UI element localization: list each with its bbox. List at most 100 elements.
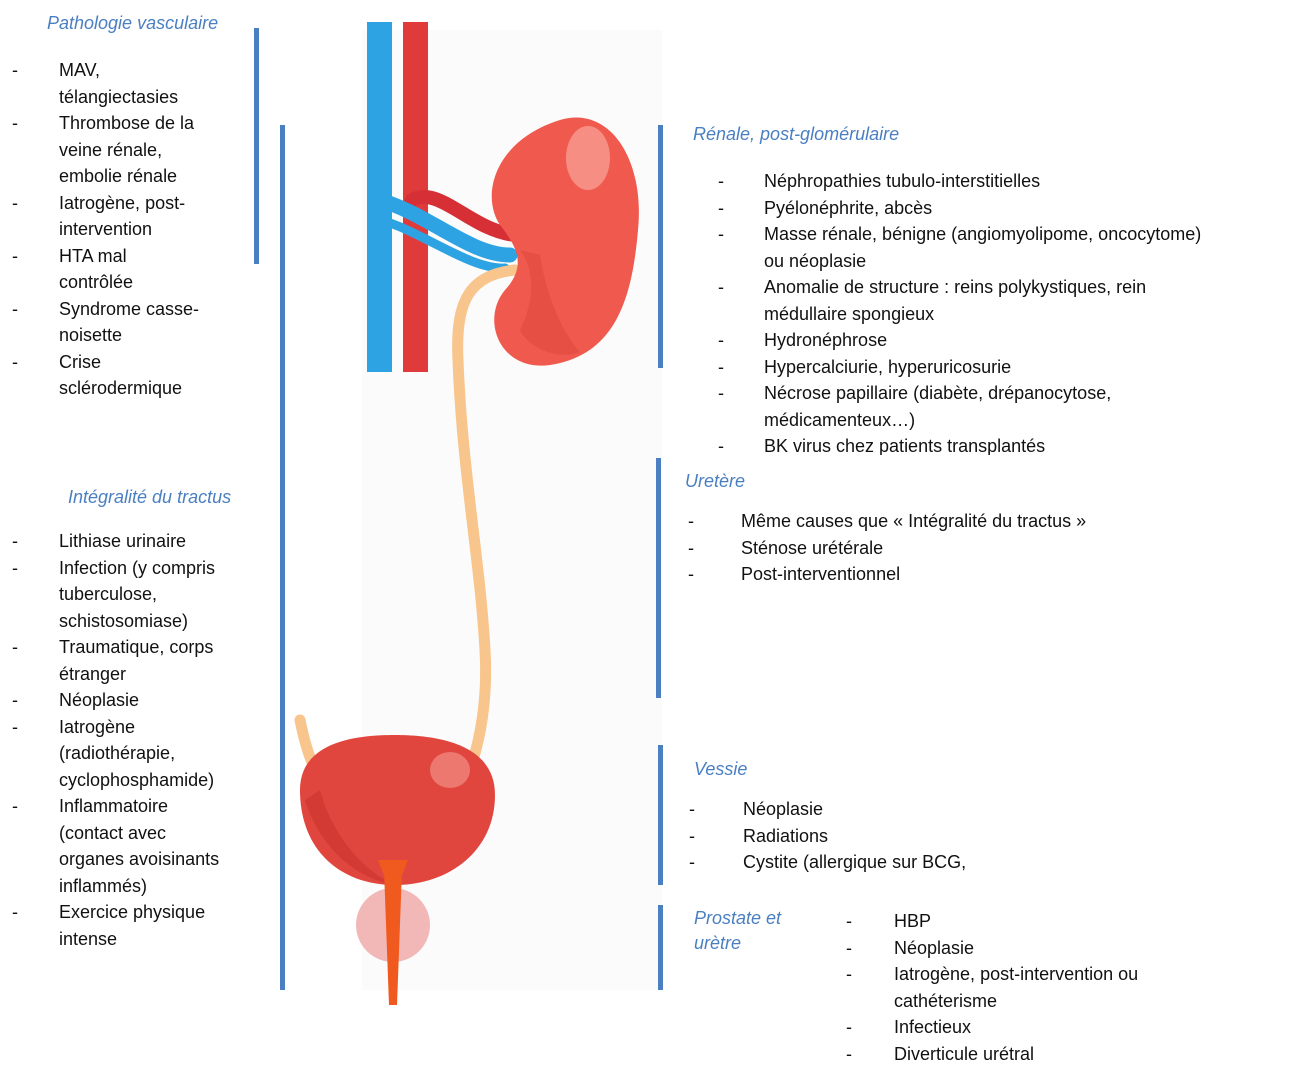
renal-bar: [658, 125, 663, 368]
bullet-dash: -: [12, 296, 18, 323]
tract-list: -Lithiase urinaire-Infection (y compris …: [12, 528, 272, 952]
bullet-dash: -: [12, 190, 18, 217]
list-item: -Masse rénale, bénigne (angiomyolipome, …: [718, 221, 1293, 274]
bullet-dash: -: [846, 961, 852, 988]
bullet-dash: -: [846, 1041, 852, 1067]
prostate-bar: [658, 905, 663, 990]
bullet-dash: -: [12, 793, 18, 820]
list-item-text: Crise sclérodermique: [12, 349, 252, 402]
list-item: -Exercice physique intense: [12, 899, 272, 952]
list-item: -Néphropathies tubulo-interstitielles: [718, 168, 1293, 195]
bullet-dash: -: [718, 274, 724, 301]
list-item: -Radiations: [689, 823, 1139, 850]
list-item: -Traumatique, corps étranger: [12, 634, 272, 687]
bullet-dash: -: [846, 908, 852, 935]
list-item: -Iatrogène, post- intervention: [12, 190, 252, 243]
bullet-dash: -: [718, 221, 724, 248]
bladder-bar: [658, 745, 663, 885]
list-item-text: Infectieux: [842, 1014, 1282, 1041]
list-item-text: Anomalie de structure : reins polykystiq…: [718, 274, 1293, 327]
ureter-bar: [656, 458, 661, 698]
bullet-dash: -: [689, 796, 695, 823]
prostate-heading: Prostate et urètre: [694, 906, 781, 956]
list-item: -Pyélonéphrite, abcès: [718, 195, 1293, 222]
list-item: -Inflammatoire (contact avec organes avo…: [12, 793, 272, 899]
list-item: -Néoplasie: [12, 687, 272, 714]
list-item-text: Iatrogène, post-intervention ou cathéter…: [842, 961, 1282, 1014]
renal-heading: Rénale, post-glomérulaire: [693, 123, 899, 145]
list-item: -Néoplasie: [842, 935, 1282, 962]
list-item: -Anomalie de structure : reins polykysti…: [718, 274, 1293, 327]
list-item: -Hypercalciurie, hyperuricosurie: [718, 354, 1293, 381]
list-item: -Syndrome casse- noisette: [12, 296, 252, 349]
bullet-dash: -: [12, 528, 18, 555]
bladder-heading: Vessie: [694, 758, 747, 780]
list-item-text: Hypercalciurie, hyperuricosurie: [718, 354, 1293, 381]
bullet-dash: -: [846, 935, 852, 962]
bullet-dash: -: [12, 899, 18, 926]
list-item-text: HTA mal contrôlée: [12, 243, 252, 296]
bullet-dash: -: [688, 561, 694, 588]
list-item: -Diverticule urétral: [842, 1041, 1282, 1067]
ureter-list: -Même causes que « Intégralité du tractu…: [688, 508, 1248, 588]
list-item: -Sténose urétérale: [688, 535, 1248, 562]
list-item: -Cystite (allergique sur BCG,: [689, 849, 1139, 876]
list-item-text: Nécrose papillaire (diabète, drépanocyto…: [718, 380, 1293, 433]
list-item-text: Hydronéphrose: [718, 327, 1293, 354]
list-item-text: Cystite (allergique sur BCG,: [689, 849, 1139, 876]
list-item: -Iatrogène, post-intervention ou cathéte…: [842, 961, 1282, 1014]
vascular-heading: Pathologie vasculaire: [47, 12, 218, 34]
list-item-text: Sténose urétérale: [688, 535, 1248, 562]
bladder-list: -Néoplasie-Radiations-Cystite (allergiqu…: [689, 796, 1139, 876]
bullet-dash: -: [718, 433, 724, 455]
bullet-dash: -: [12, 634, 18, 661]
list-item: -MAV, télangiectasies: [12, 57, 252, 110]
list-item-text: Radiations: [689, 823, 1139, 850]
list-item: -BK virus chez patients transplantés: [718, 433, 1293, 455]
bullet-dash: -: [718, 168, 724, 195]
tract-heading: Intégralité du tractus: [68, 486, 231, 508]
list-item-text: Pyélonéphrite, abcès: [718, 195, 1293, 222]
prostate-list: -HBP-Néoplasie-Iatrogène, post-intervent…: [842, 908, 1282, 1067]
list-item-text: Inflammatoire (contact avec organes avoi…: [12, 793, 272, 899]
bullet-dash: -: [12, 687, 18, 714]
list-item-text: Exercice physique intense: [12, 899, 272, 952]
list-item: -Infection (y compris tuberculose, schis…: [12, 555, 272, 635]
list-item-text: Post-interventionnel: [688, 561, 1248, 588]
bladder-highlight: [430, 752, 470, 788]
list-item-text: Infection (y compris tuberculose, schist…: [12, 555, 272, 635]
list-item-text: Masse rénale, bénigne (angiomyolipome, o…: [718, 221, 1293, 274]
kidney-highlight: [566, 126, 610, 190]
list-item: -Même causes que « Intégralité du tractu…: [688, 508, 1248, 535]
list-item-text: Néoplasie: [689, 796, 1139, 823]
list-item-text: Néoplasie: [842, 935, 1282, 962]
list-item: -Iatrogène (radiothérapie, cyclophospham…: [12, 714, 272, 794]
list-item: -HTA mal contrôlée: [12, 243, 252, 296]
bullet-dash: -: [12, 110, 18, 137]
list-item-text: Iatrogène (radiothérapie, cyclophosphami…: [12, 714, 272, 794]
list-item: -Nécrose papillaire (diabète, drépanocyt…: [718, 380, 1293, 433]
list-item: -Post-interventionnel: [688, 561, 1248, 588]
bullet-dash: -: [12, 555, 18, 582]
renal-list: -Néphropathies tubulo-interstitielles-Py…: [718, 168, 1293, 455]
list-item-text: Thrombose de la veine rénale, embolie ré…: [12, 110, 252, 190]
bullet-dash: -: [688, 535, 694, 562]
list-item: -HBP: [842, 908, 1282, 935]
bullet-dash: -: [689, 849, 695, 876]
list-item: -Néoplasie: [689, 796, 1139, 823]
bullet-dash: -: [688, 508, 694, 535]
bullet-dash: -: [12, 349, 18, 376]
bullet-dash: -: [846, 1014, 852, 1041]
list-item-text: Iatrogène, post- intervention: [12, 190, 252, 243]
list-item: -Infectieux: [842, 1014, 1282, 1041]
renal-list-clip: -Néphropathies tubulo-interstitielles-Py…: [700, 168, 1297, 455]
bullet-dash: -: [12, 57, 18, 84]
list-item-text: Néphropathies tubulo-interstitielles: [718, 168, 1293, 195]
list-item: -Crise sclérodermique: [12, 349, 252, 402]
list-item-text: Diverticule urétral: [842, 1041, 1282, 1067]
list-item-text: HBP: [842, 908, 1282, 935]
bullet-dash: -: [12, 714, 18, 741]
bullet-dash: -: [12, 243, 18, 270]
bullet-dash: -: [718, 354, 724, 381]
list-item: -Lithiase urinaire: [12, 528, 272, 555]
